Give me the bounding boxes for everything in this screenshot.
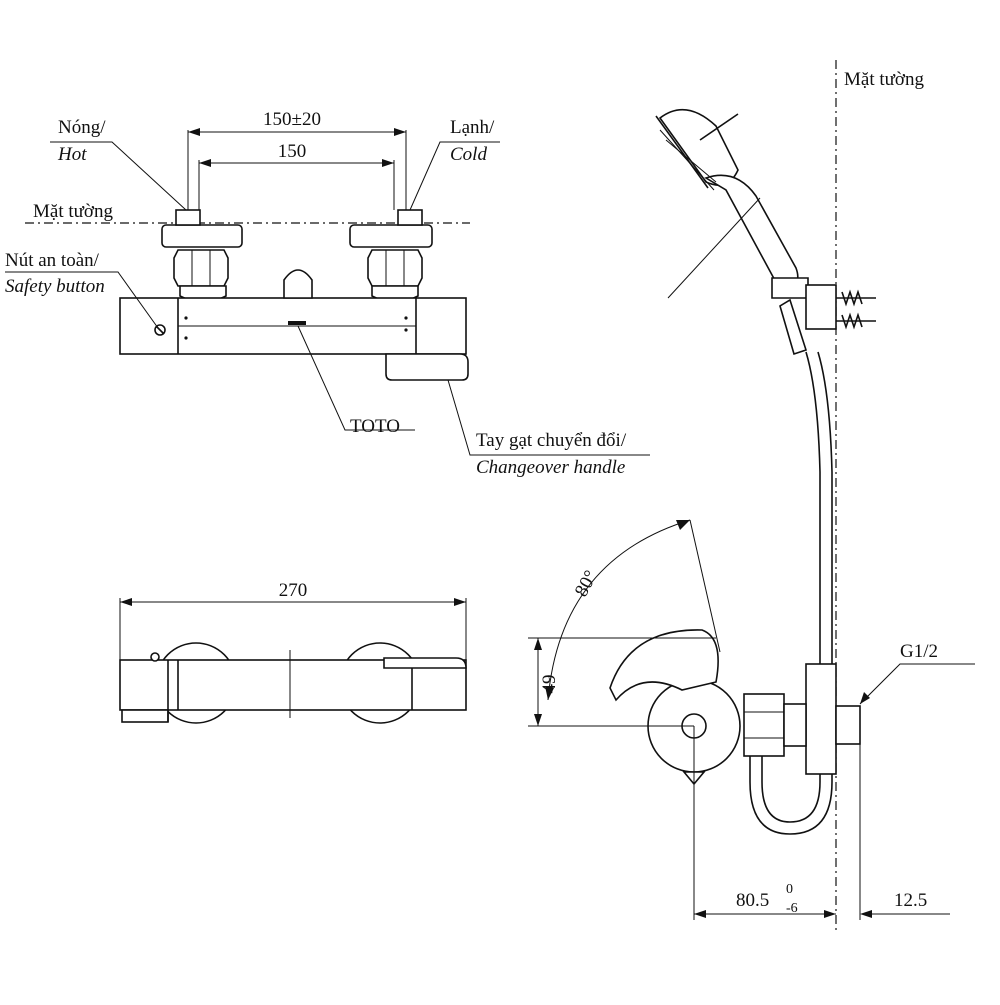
toto-logo-mark [288,321,306,325]
hot-nut [173,249,229,287]
label-thread: G1/2 [900,641,938,662]
cold-escutcheon [349,224,433,248]
label-cold-vi: Lạnh/ [450,117,495,138]
label-handle-vi: Tay gạt chuyển đổi/ [476,430,627,451]
top-view: 270 [119,580,467,724]
shower-head [655,108,809,356]
cold-nut [367,249,423,287]
shower-hose [761,351,821,823]
side-nut [743,693,785,757]
dim-depth-sup: 0 [786,882,793,897]
wall-bracket [805,284,876,330]
dim-depth-main: 80.5 [736,890,769,911]
label-cold-en: Cold [450,144,487,165]
angle-arc [547,519,691,701]
side-escutcheon [805,663,837,775]
hot-stub [175,209,201,226]
dim-height: 49 [539,675,560,694]
cold-stub [397,209,423,226]
front-view: 150±20 150 Nóng/ Hot Lạnh/ Cold Mặt tườn… [5,109,650,478]
side-handle [609,629,719,702]
label-hot-vi: Nóng/ [58,117,106,138]
label-wall-left: Mặt tường [33,201,113,222]
label-safety-vi: Nút an toàn/ [5,250,100,271]
dim-depth-sub: -6 [786,901,798,916]
handle-top [383,657,467,669]
label-handle-en: Changeover handle [476,457,625,478]
dim-spacing: 150 [278,141,307,162]
label-toto: TOTO [350,416,400,437]
dim-spacing-range: 150±20 [263,109,321,130]
label-wall-right: Mặt tường [844,69,924,90]
hot-escutcheon [161,224,243,248]
dim-angle: 80° [571,567,602,600]
dim-length: 270 [279,580,308,601]
dim-wall-offset: 12.5 [894,890,927,911]
label-safety-en: Safety button [5,276,105,297]
top-knob [283,269,313,299]
mixer-side [609,629,861,786]
side-view: Mặt tường [528,60,975,930]
changeover-handle [385,353,469,381]
g-connector [835,705,861,745]
label-hot-en: Hot [57,144,87,165]
dim-depth: 80.5 [736,890,769,911]
